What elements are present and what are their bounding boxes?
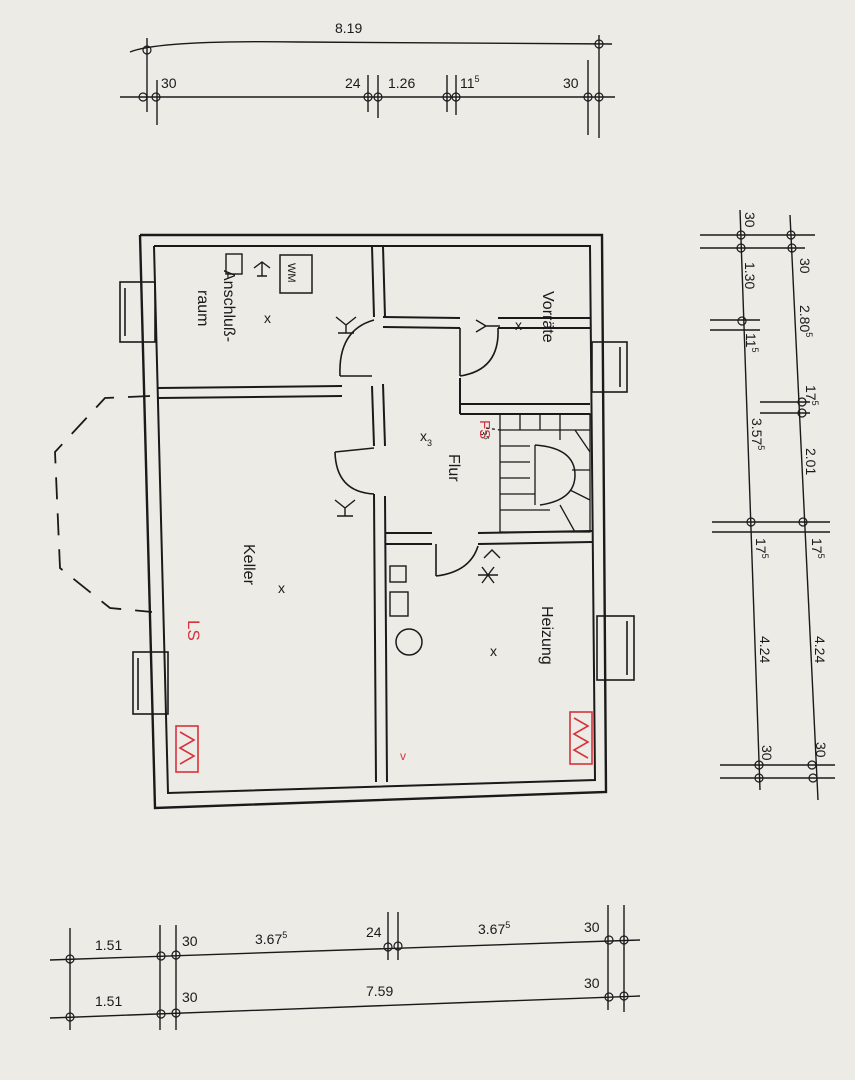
dim-right-outer-wall: 175 bbox=[753, 538, 770, 559]
dim-right-inner-bottom: 30 bbox=[813, 742, 829, 758]
red-scribble-icon bbox=[569, 711, 593, 765]
doors bbox=[334, 319, 499, 577]
room-label-heizung: Heizung bbox=[538, 606, 555, 665]
dim-bottom-r1-2: 30 bbox=[182, 933, 198, 949]
right-dimension-labels: 30 1.30 115 3.575 175 4.24 30 30 2.805 1… bbox=[742, 212, 829, 761]
room-label-keller: Keller bbox=[240, 544, 257, 586]
dim-inner-wall: 24 bbox=[345, 75, 361, 91]
dim-right-inner-middle: 2.01 bbox=[803, 448, 819, 475]
dim-bottom-r1-6: 30 bbox=[584, 919, 600, 935]
dim-bottom-r2-3: 7.59 bbox=[366, 983, 393, 999]
dim-right-inner-wall1: 175 bbox=[803, 385, 820, 406]
red-scribble-icon bbox=[175, 725, 199, 773]
dim-right-outer-first: 1.30 bbox=[742, 262, 758, 289]
building bbox=[54, 233, 635, 810]
red-tick: v bbox=[400, 749, 406, 763]
room-label-anschlussraum-2: raum bbox=[194, 290, 211, 326]
dim-right-outer-lower: 4.24 bbox=[757, 636, 773, 663]
boiler-box bbox=[389, 565, 407, 583]
dim-right-outer-small: 115 bbox=[743, 333, 760, 353]
switch-icon bbox=[253, 261, 271, 277]
dim-bottom-r2-1: 1.51 bbox=[95, 993, 122, 1009]
dim-right-outer-bottom: 30 bbox=[759, 745, 775, 761]
window-left-top bbox=[119, 281, 156, 343]
bottom-dimension-labels: 1.51 30 3.675 24 3.675 30 1.51 30 7.59 3… bbox=[95, 919, 600, 1009]
red-annotation-keller: LS bbox=[184, 620, 203, 641]
outer-wall bbox=[138, 233, 608, 810]
electrical-symbols bbox=[253, 261, 501, 584]
tank-box bbox=[389, 591, 409, 617]
room-label-vorraete: Vorräte bbox=[539, 291, 556, 343]
dim-right-inner-wall2: 175 bbox=[809, 538, 826, 559]
dim-right-wall: 30 bbox=[563, 75, 579, 91]
room-center-mark: x bbox=[515, 317, 522, 333]
dim-left-wall: 30 bbox=[161, 75, 177, 91]
room-center-mark: x bbox=[278, 580, 285, 596]
outer-wall-inner bbox=[153, 245, 597, 795]
room-center-mark: x bbox=[490, 643, 497, 659]
window-right-bottom bbox=[596, 615, 635, 681]
window-right-top bbox=[591, 341, 628, 393]
room-label-anschlussraum-1: Anschluß- bbox=[220, 270, 237, 342]
dim-right-inner-lower: 4.24 bbox=[812, 636, 828, 663]
dim-bottom-r1-5: 3.675 bbox=[478, 920, 510, 937]
dim-right-inner-first: 2.805 bbox=[797, 305, 814, 337]
dim-bottom-r1-1: 1.51 bbox=[95, 937, 122, 953]
staircase bbox=[485, 413, 591, 533]
bay-outline bbox=[54, 395, 153, 613]
dim-right-outer-middle: 3.575 bbox=[749, 418, 766, 450]
flur-mark: x3 bbox=[420, 428, 432, 448]
bottom-dimension-chain bbox=[49, 905, 641, 1030]
dim-bottom-r2-2: 30 bbox=[182, 989, 198, 1005]
dim-overall-width: 8.19 bbox=[335, 20, 362, 36]
dim-door-width: 1.26 bbox=[388, 75, 415, 91]
right-dimension-chain bbox=[700, 209, 835, 801]
window-left-bottom bbox=[132, 651, 169, 715]
red-annotation-flur: FS bbox=[476, 420, 493, 439]
socket-icon bbox=[478, 566, 498, 584]
top-dimension-chain bbox=[120, 35, 615, 138]
switch-icon bbox=[334, 499, 356, 517]
stair-dim-label: 35 bbox=[477, 430, 489, 440]
red-annotations: FS LS v bbox=[175, 420, 593, 773]
wm-label: WM bbox=[285, 263, 297, 283]
switch-icon bbox=[335, 316, 357, 334]
dim-offset: 115 bbox=[460, 74, 480, 91]
dim-bottom-r2-4: 30 bbox=[584, 975, 600, 991]
dim-right-inner-top: 30 bbox=[797, 258, 813, 274]
room-labels: Anschluß- raum Vorräte Flur Keller Heizu… bbox=[194, 263, 556, 665]
top-dimension-labels: 8.19 30 24 1.26 115 30 bbox=[161, 20, 579, 91]
room-center-mark: x bbox=[264, 310, 271, 326]
interior-walls bbox=[157, 245, 593, 783]
dim-bottom-r1-4: 24 bbox=[366, 924, 382, 940]
switch-icon bbox=[475, 319, 500, 333]
wm-box bbox=[279, 254, 313, 294]
oil-tank bbox=[395, 628, 423, 656]
dim-bottom-r1-3: 3.675 bbox=[255, 930, 287, 947]
socket-icon bbox=[483, 549, 501, 559]
room-label-flur: Flur bbox=[445, 454, 462, 482]
washer-outline bbox=[225, 253, 243, 275]
dim-right-outer-top: 30 bbox=[742, 212, 758, 228]
